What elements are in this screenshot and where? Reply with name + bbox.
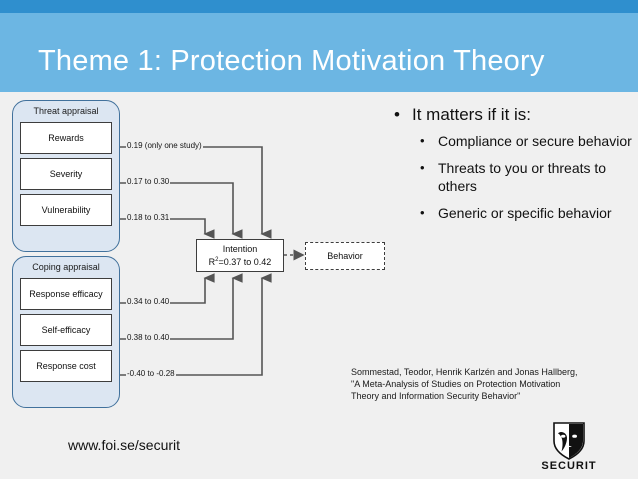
node-response-cost[interactable]: Response cost <box>20 350 112 382</box>
bullet-level1: • It matters if it is: <box>388 104 634 125</box>
header-accent-strip <box>0 0 638 13</box>
citation: Sommestad, Teodor, Henrik Karlzén and Jo… <box>351 366 631 402</box>
citation-line-3: Theory and Information Security Behavior… <box>351 391 521 401</box>
bullet-marker-icon: • <box>420 160 425 175</box>
edge-label-severity: 0.17 to 0.30 <box>126 177 171 186</box>
shield-masks-icon <box>553 422 585 460</box>
edge-label-response-cost: -0.40 to -0.28 <box>126 369 176 378</box>
group-label-coping-appraisal: Coping appraisal <box>32 262 100 272</box>
page-title: Theme 1: Protection Motivation Theory <box>38 45 545 77</box>
node-rewards[interactable]: Rewards <box>20 122 112 154</box>
bullet-marker-icon: • <box>420 205 425 220</box>
citation-line-1: Sommestad, Teodor, Henrik Karlzén and Jo… <box>351 367 578 377</box>
bullet-level2-item: • Threats to you or threats to others <box>388 159 634 195</box>
bullet-level2-text: Threats to you or threats to others <box>438 160 607 194</box>
bullet-level2-text: Generic or specific behavior <box>438 205 612 221</box>
bullet-list: • It matters if it is: • Compliance or s… <box>388 104 634 231</box>
node-intention-label: Intention <box>222 243 258 254</box>
node-response-efficacy-label: Response efficacy <box>29 288 103 299</box>
node-self-efficacy-label: Self-efficacy <box>41 324 91 335</box>
group-label-threat-appraisal: Threat appraisal <box>33 106 99 116</box>
edge-label-vulnerability: 0.18 to 0.31 <box>126 213 171 222</box>
edge-label-response-efficacy: 0.34 to 0.40 <box>126 297 171 306</box>
bullet-marker-icon: • <box>420 133 425 148</box>
pmt-diagram: Threat appraisal Rewards Severity Vulner… <box>0 92 400 412</box>
node-response-efficacy[interactable]: Response efficacy <box>20 278 112 310</box>
node-severity[interactable]: Severity <box>20 158 112 190</box>
node-vulnerability-label: Vulnerability <box>41 204 91 215</box>
node-response-cost-label: Response cost <box>36 360 96 371</box>
edge-label-rewards: 0.19 (only one study) <box>126 141 203 150</box>
securit-logo-text: SECURIT <box>541 460 597 472</box>
securit-logo: SECURIT <box>521 421 617 473</box>
node-self-efficacy[interactable]: Self-efficacy <box>20 314 112 346</box>
node-intention-r2: R2=0.37 to 0.42 <box>209 255 272 268</box>
node-rewards-label: Rewards <box>48 132 84 143</box>
bullet-level2-item: • Generic or specific behavior <box>388 204 634 222</box>
bullet-level1-text: It matters if it is: <box>412 105 532 124</box>
footer-url: www.foi.se/securit <box>68 437 181 453</box>
node-intention-r2-suffix: =0.37 to 0.42 <box>218 256 272 267</box>
node-intention[interactable]: Intention R2=0.37 to 0.42 <box>196 239 284 272</box>
bullet-marker-icon: • <box>394 105 400 124</box>
node-behavior[interactable]: Behavior <box>305 242 385 270</box>
bullet-level2-text: Compliance or secure behavior <box>438 133 632 149</box>
node-behavior-label: Behavior <box>327 251 363 261</box>
edge-label-self-efficacy: 0.38 to 0.40 <box>126 333 171 342</box>
bullet-level2-item: • Compliance or secure behavior <box>388 132 634 150</box>
node-severity-label: Severity <box>49 168 83 179</box>
node-intention-r2-sup: 2 <box>215 256 219 263</box>
node-intention-r2-prefix: R <box>208 256 216 267</box>
node-vulnerability[interactable]: Vulnerability <box>20 194 112 226</box>
title-bar: Theme 1: Protection Motivation Theory <box>0 13 638 92</box>
citation-line-2: "A Meta-Analysis of Studies on Protectio… <box>351 379 561 389</box>
